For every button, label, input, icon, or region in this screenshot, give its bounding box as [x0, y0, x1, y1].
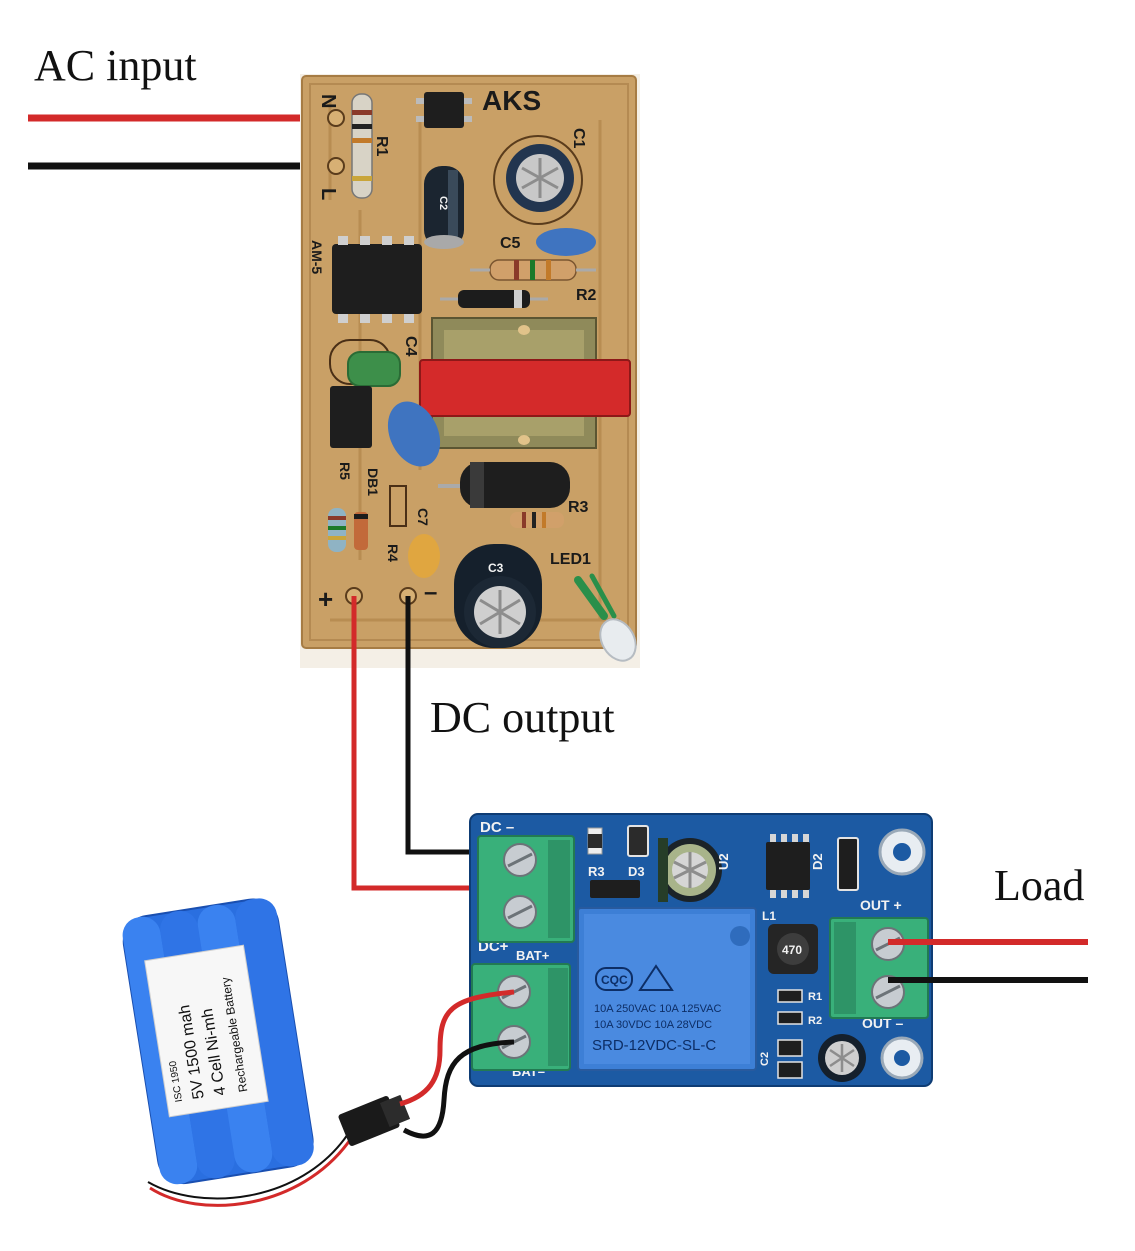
switch-smd-diode	[590, 880, 640, 898]
psu-pin-l: L	[317, 188, 339, 200]
switch-capacitor	[658, 838, 722, 902]
psu-ref-r2: R2	[576, 287, 597, 304]
psu-plus-text: +	[318, 584, 333, 614]
switch-smd-d2	[838, 838, 858, 890]
psu-ref-c2: C2	[437, 196, 449, 210]
switch-terminal-dc[interactable]	[478, 836, 574, 942]
switch-ref-d2: D2	[810, 853, 825, 870]
psu-minus-text: –	[424, 579, 437, 606]
switch-capacitor-small	[818, 1034, 866, 1082]
dc-output-label: DC output	[430, 693, 615, 742]
psu-capacitor-c7	[408, 534, 440, 578]
psu-pad-n[interactable]	[328, 110, 344, 126]
load-label: Load	[994, 861, 1084, 910]
switch-terminal-bat[interactable]	[472, 964, 570, 1070]
psu-resistor-r5	[328, 508, 346, 552]
psu-ref-c3: C3	[488, 561, 504, 575]
switch-ref-r2: R2	[808, 1015, 822, 1027]
switch-ref-l1: L1	[762, 909, 776, 923]
relay: CQC 10A 250VAC 10A 125VAC 10A 30VDC 10A …	[578, 908, 756, 1070]
battery-connector[interactable]	[338, 1095, 410, 1147]
relay-model-text: SRD-12VDC-SL-C	[592, 1037, 716, 1054]
relay-cert-text: CQC	[601, 973, 628, 987]
psu-ref-c1: C1	[570, 128, 587, 149]
psu-opto-chip	[330, 386, 372, 448]
switch-ref-c2: C2	[759, 1052, 771, 1066]
switch-smd-d3	[628, 826, 648, 856]
switch-ref-u2: U2	[716, 853, 731, 870]
psu-pad-l[interactable]	[328, 158, 344, 174]
battery-pack: ISC 1950 5V 1500 mah 4 Cell Ni-mh Rechar…	[120, 896, 316, 1187]
switch-ref-r3: R3	[588, 864, 605, 879]
psu-ref-c7: C7	[415, 508, 431, 526]
switch-terminal-out[interactable]	[830, 918, 928, 1018]
switch-board: DC – DC+ BAT+ BAT– OUT + OUT –	[470, 814, 932, 1086]
psu-ref-c5: C5	[500, 235, 521, 252]
switch-inductor-value: 470	[782, 943, 802, 957]
ac-input-label: AC input	[34, 41, 197, 90]
psu-ref-db1: DB1	[365, 468, 381, 496]
psu-board: AKS AM-5 N L + – R1 C1	[300, 74, 643, 668]
psu-model-text: AM-5	[309, 240, 325, 274]
switch-bat-plus-text: BAT+	[516, 948, 550, 963]
psu-ref-c4: C4	[402, 336, 419, 357]
switch-smd-r1	[778, 990, 802, 1002]
psu-ic-chip	[332, 236, 422, 323]
switch-ref-r1: R1	[808, 991, 822, 1003]
switch-dc-minus-text: DC –	[480, 819, 514, 836]
psu-ref-r5: R5	[337, 462, 353, 480]
psu-pin-n: N	[317, 94, 339, 108]
switch-smd-r2	[778, 1012, 802, 1024]
relay-rating-line1: 10A 250VAC 10A 125VAC	[594, 1003, 721, 1015]
switch-inductor-l1: 470	[768, 924, 818, 974]
psu-ref-led1: LED1	[550, 551, 591, 568]
psu-ref-r3: R3	[568, 499, 589, 516]
switch-smd-c2b	[778, 1062, 802, 1078]
psu-capacitor-green	[348, 352, 400, 386]
psu-diode-db1	[354, 512, 368, 550]
switch-smd-c2a	[778, 1040, 802, 1056]
psu-ref-r1: R1	[373, 136, 390, 157]
psu-capacitor-c3: C3	[454, 544, 542, 648]
switch-ref-d3: D3	[628, 864, 645, 879]
psu-brand-text: AKS	[482, 85, 541, 116]
psu-capacitor-c5	[536, 228, 596, 256]
psu-bridge-chip	[424, 92, 464, 128]
relay-rating-line2: 10A 30VDC 10A 28VDC	[594, 1019, 712, 1031]
psu-capacitor-c2: C2	[424, 166, 464, 249]
switch-out-plus-text: OUT +	[860, 897, 902, 913]
psu-ref-r4: R4	[385, 544, 401, 562]
